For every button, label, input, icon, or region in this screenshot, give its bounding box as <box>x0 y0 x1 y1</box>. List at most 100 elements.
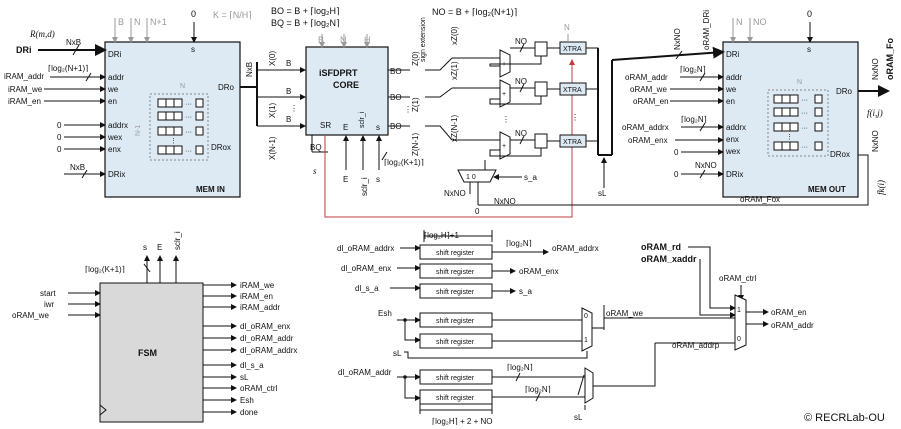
fsm-output-label: done <box>240 408 258 417</box>
acc-no-1: NO <box>515 77 527 86</box>
mem-out-port-addr: addr <box>726 73 742 82</box>
svg-text:···: ··· <box>801 97 808 104</box>
oram-rd: oRAM_rd <box>641 242 681 252</box>
core-block: X(0) X(1) X(N-1) B B B ⋮ iSFDPRT CORE B … <box>256 17 575 218</box>
mem-out-s-port: s <box>807 45 811 54</box>
k-definition: K = ⌈N/H⌉ <box>213 10 252 20</box>
mem-out-port-en: en <box>726 97 735 106</box>
shift-reg-label-6: shift register <box>436 395 475 402</box>
fsm-in-start: start <box>40 289 56 298</box>
mux-oram-addr: oRAM_addr <box>771 321 814 330</box>
fsm-output-label: dl_oRAM_addr <box>240 334 294 343</box>
svg-text:+: + <box>502 143 506 150</box>
shift-sl-2: sL <box>574 413 583 422</box>
mem-out-oram-addr: oRAM_addr <box>625 73 668 82</box>
core-x0: X(0) <box>268 51 277 66</box>
acc-nxno-left: NxNO <box>444 189 466 198</box>
mem-out-port-we: we <box>725 85 737 94</box>
mem-out-nxno-out: NxNO <box>871 58 880 80</box>
fsm-outputs: iRAM_weiRAM_eniRAM_addrdl_oRAM_enxdl_oRA… <box>203 281 297 417</box>
core-bq: BQ <box>310 143 322 152</box>
copyright: © RECRLab-OU <box>804 412 885 424</box>
mem-out-bus-top: NxNO <box>673 28 682 50</box>
mem-in-port-drix: DRix <box>108 170 125 179</box>
mem-out-fo: oRAM_Fo <box>885 38 895 80</box>
mem-out-log-n-2: ⌈log₂N⌉ <box>681 115 707 124</box>
xtra-label-1: XTRA <box>563 87 582 94</box>
adder-1: + <box>499 79 511 108</box>
mem-out-oram-en: oRAM_en <box>633 97 669 106</box>
mem-out-box <box>722 41 859 198</box>
core-title-2: CORE <box>333 80 359 90</box>
shift-reg-label-1: shift register <box>436 269 475 276</box>
svg-text:+: + <box>502 91 506 98</box>
mem-out-oram-enx: oRAM_enx <box>628 136 668 145</box>
mem-in-top-b: B <box>118 17 124 27</box>
mem-out-port-drix: DRix <box>726 170 743 179</box>
core-title-1: iSFDPRT <box>319 68 358 78</box>
output-mux-block: oRAM_rd oRAM_xaddr oRAM_ctrl 1 0 oRAM_ad… <box>641 242 814 351</box>
mem-out-top-no: NO <box>753 17 767 27</box>
fsm-output-label: Esh <box>240 396 254 405</box>
shift-out-s-a: s_a <box>519 287 532 296</box>
svg-text:···: ··· <box>185 114 192 121</box>
mem-out-zero: 0 <box>807 9 812 19</box>
mem-in-port-dro: DRo <box>218 83 235 92</box>
mem-out-f-ij: f(i,j) <box>867 108 883 118</box>
core-b-1: B <box>286 87 291 96</box>
iram-addr-width: ⌈log₂(N+1)⌉ <box>48 64 88 73</box>
shift-bottom-width: ⌈log₂H⌉ + 2 + NO <box>432 417 492 426</box>
mem-out-title: MEM OUT <box>808 185 846 194</box>
svg-text:⋮: ⋮ <box>170 138 177 145</box>
fsm-out-s: s <box>143 243 147 252</box>
core-zn1: Z(N-1) <box>411 133 420 156</box>
shift-reg-label-4: shift register <box>436 339 475 346</box>
mem-out-oram-addrx: oRAM_addrx <box>622 123 669 132</box>
bo-definition: BO = B + ⌈log₂H⌉ <box>271 6 340 16</box>
core-b-2: B <box>286 115 291 124</box>
svg-text:⋮: ⋮ <box>404 105 412 114</box>
shift-oram-we: oRAM_we <box>606 309 643 318</box>
wex-zero: 0 <box>57 133 62 142</box>
fsm-output-label: oRAM_ctrl <box>240 384 278 393</box>
oram-addrp: oRAM_addrp <box>672 341 720 350</box>
mem-out-array-icon: N ············ ⋮ <box>767 79 829 157</box>
mem-in-array-icon: N ············ ⋮ N-1 <box>135 83 209 161</box>
mem-in-port-we: we <box>107 85 119 94</box>
mux-oram-en: oRAM_en <box>771 308 807 317</box>
core-port-e: E <box>343 123 348 132</box>
acc-mux-label: 1 0 <box>466 174 476 181</box>
accumulator-block: xZ(0) xZ(1) xZ(N-1) + + + ⋮ NO NO NO <box>425 23 700 216</box>
fsm-log-k1: ⌈log₂(K+1)⌉ <box>85 265 125 274</box>
mem-in-port-addr: addr <box>108 73 124 82</box>
acc-xzn1: xZ(N-1) <box>450 115 459 142</box>
svg-text:···: ··· <box>185 101 192 108</box>
core-port-sr: SR <box>320 121 331 130</box>
enx-zero: 0 <box>57 145 62 154</box>
dri-width: NxB <box>66 38 81 47</box>
iram-we-input: iRAM_we <box>8 85 43 94</box>
shift-sl: sL <box>393 349 402 358</box>
core-port-sclr: sclr_i <box>359 111 366 128</box>
acc-no-2: NO <box>515 129 527 138</box>
mem-in-port-wex: wex <box>107 133 122 142</box>
core-e-input: E <box>343 175 348 184</box>
svg-text:···: ··· <box>801 125 808 132</box>
xtra-label-0: XTRA <box>563 46 582 53</box>
mem-out-port-wex: wex <box>725 147 740 156</box>
xtra-label-n: XTRA <box>563 139 582 146</box>
mem-out-top-n: N <box>736 17 743 27</box>
core-sclr-input: sclr_i <box>360 177 369 196</box>
core-top-n: N <box>340 35 347 45</box>
fsm-block: FSM s E sclr_i ⌈log₂(K+1)⌉ start iwr oRA… <box>12 231 297 423</box>
right-mux <box>734 294 747 351</box>
svg-text:1: 1 <box>737 307 741 314</box>
mem-out-nxno: NxNO <box>695 161 717 170</box>
mem-out-block: MEM OUT N NO 0 s DRi addr we en addrx en… <box>611 9 895 206</box>
mem-out-port-addrx: addrx <box>726 123 746 132</box>
shift-reg-label-0: shift register <box>436 250 475 257</box>
mem-in-top-n: N <box>134 17 141 27</box>
fsm-output-label: iRAM_en <box>240 292 273 301</box>
core-x1: X(1) <box>268 103 277 118</box>
